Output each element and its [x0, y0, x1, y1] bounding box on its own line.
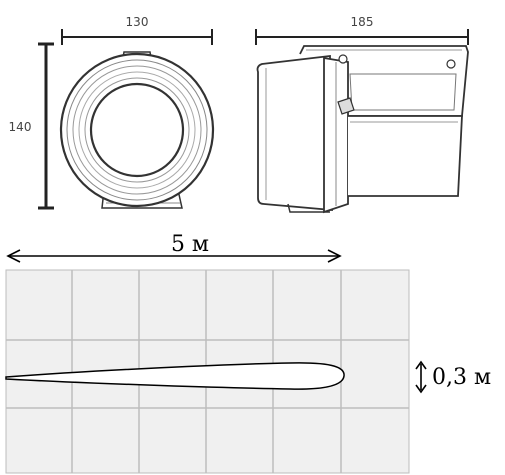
height-label: 140	[9, 120, 32, 134]
side-switch	[337, 97, 355, 115]
beam-width-label: 0,3 м	[432, 365, 491, 390]
beam-grid	[5, 269, 410, 474]
front-width-label: 130	[126, 15, 149, 29]
range-label: 5 м	[171, 232, 209, 257]
side-depth-dimension	[255, 29, 469, 45]
lamp-front-view	[59, 51, 215, 209]
beam-width-arrow	[415, 360, 427, 394]
side-battery-box	[348, 115, 463, 197]
side-foot	[287, 203, 330, 213]
height-dimension	[38, 42, 54, 210]
handle-rivet-left	[338, 54, 348, 64]
range-arrow	[6, 249, 342, 263]
side-housing	[256, 54, 333, 211]
handle-rivet-right	[446, 59, 456, 69]
front-width-dimension	[61, 29, 213, 45]
beam-shape	[5, 362, 345, 390]
lamp-side-view	[256, 45, 469, 214]
side-depth-label: 185	[351, 15, 374, 29]
